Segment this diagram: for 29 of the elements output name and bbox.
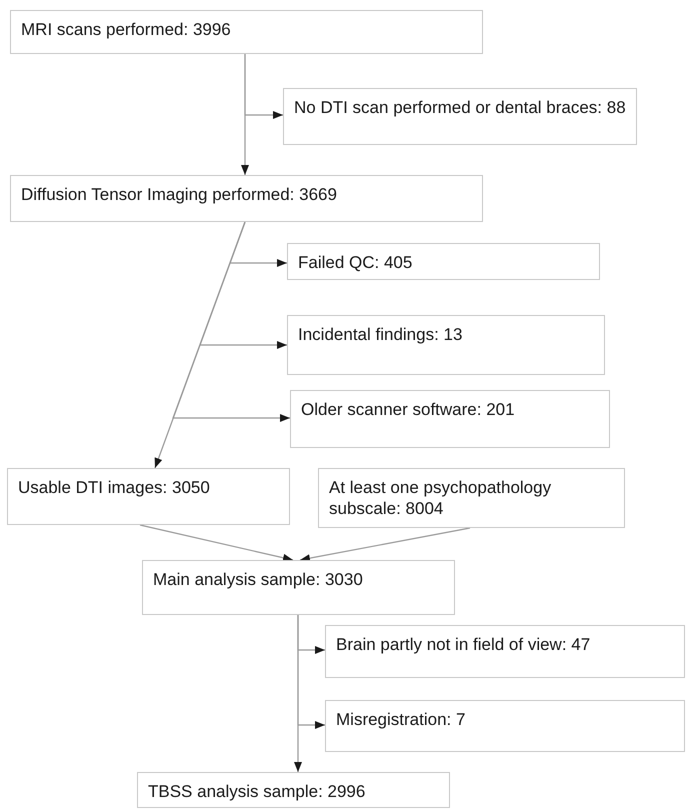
box-label: Incidental findings: 13	[298, 324, 464, 346]
process-box	[287, 243, 600, 280]
process-box	[142, 560, 455, 615]
box-label: Older scanner software: 201	[301, 399, 516, 420]
process-box	[325, 625, 685, 678]
box-label: MRI scans performed: 3996	[21, 19, 232, 40]
box-label: At least one psychopathology subscale: 8004	[329, 477, 552, 520]
process-box	[318, 468, 625, 528]
box-label: No DTI scan performed or dental braces: 88	[294, 97, 626, 118]
arrow	[241, 54, 249, 175]
arrow	[140, 524, 294, 562]
process-box	[287, 315, 605, 375]
box-label: Main analysis sample: 3030	[153, 569, 364, 590]
box-label: Misregistration: 7	[336, 709, 466, 730]
arrow	[294, 615, 302, 772]
process-box	[7, 468, 290, 525]
process-box	[137, 772, 450, 808]
box-label: TBSS analysis sample: 2996	[148, 781, 366, 802]
box-label: Failed QC: 405	[298, 252, 414, 274]
process-box	[10, 175, 483, 222]
box-label: Diffusion Tensor Imaging performed: 3669	[21, 184, 338, 206]
process-box	[325, 700, 685, 752]
box-label: Brain partly not in field of view: 47	[336, 634, 592, 656]
arrow	[154, 222, 246, 468]
process-box	[283, 88, 637, 145]
process-box	[10, 10, 483, 54]
box-label: Usable DTI images: 3050	[18, 477, 211, 498]
arrow	[300, 527, 470, 562]
process-box	[290, 390, 610, 448]
